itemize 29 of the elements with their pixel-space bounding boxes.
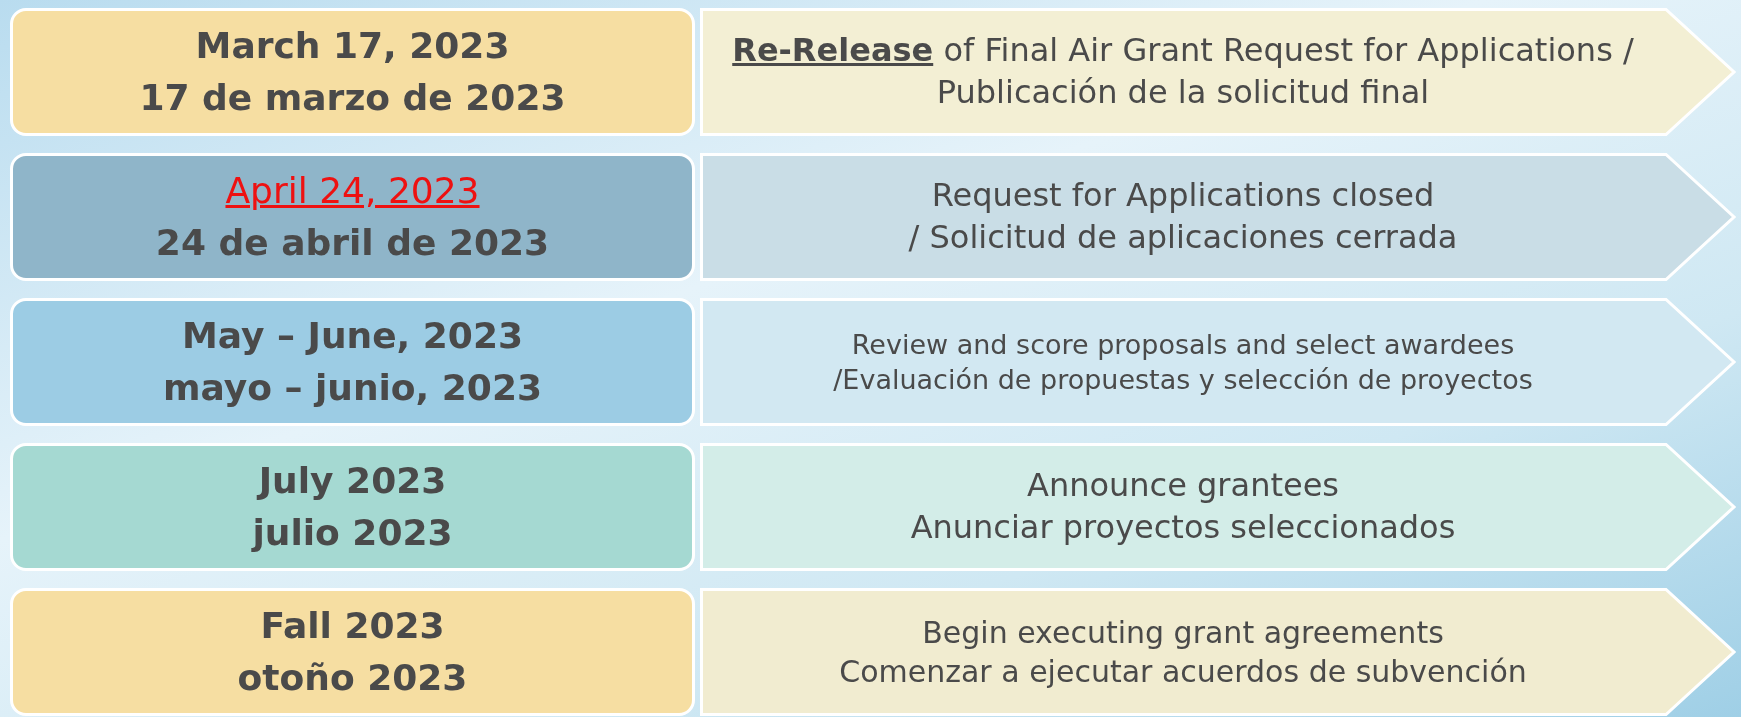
date-label: julio 2023 [252, 511, 453, 555]
description-text: Begin executing grant agreements [922, 614, 1444, 652]
description-text: Comenzar a ejecutar acuerdos de subvención [839, 653, 1527, 691]
date-label: 17 de marzo de 2023 [139, 76, 566, 120]
date-label: May – June, 2023 [182, 313, 523, 358]
description-text: Announce grantees [1027, 465, 1339, 507]
date-box [10, 588, 695, 716]
arrow-shape [700, 443, 1736, 571]
date-label: April 24, 2023 [225, 168, 480, 213]
arrow-shape [700, 8, 1736, 136]
description-text: Re-Release of Final Air Grant Request for Applications / Publicación de la solicitud final [731, 30, 1635, 113]
date-box [10, 8, 695, 136]
date-label: July 2023 [258, 458, 447, 503]
date-box [10, 153, 695, 281]
description-text: / Solicitud de aplicaciones cerrada [908, 217, 1458, 258]
description-text: Anunciar proyectos seleccionados [910, 507, 1456, 548]
arrow-shape [700, 153, 1736, 281]
date-label: otoño 2023 [237, 656, 468, 700]
description-text: Review and score proposals and select awardees [851, 327, 1515, 362]
arrow-shape [700, 588, 1736, 716]
date-label: March 17, 2023 [195, 23, 510, 68]
date-box [10, 443, 695, 571]
date-box [10, 298, 695, 426]
arrow-shape [700, 298, 1736, 426]
description-text: /Evaluación de propuestas y selección de proyectos [833, 363, 1533, 397]
date-label: mayo – junio, 2023 [162, 366, 542, 410]
date-label: Fall 2023 [260, 603, 445, 648]
date-label: 24 de abril de 2023 [155, 221, 550, 265]
description-text: Request for Applications closed [931, 175, 1435, 217]
